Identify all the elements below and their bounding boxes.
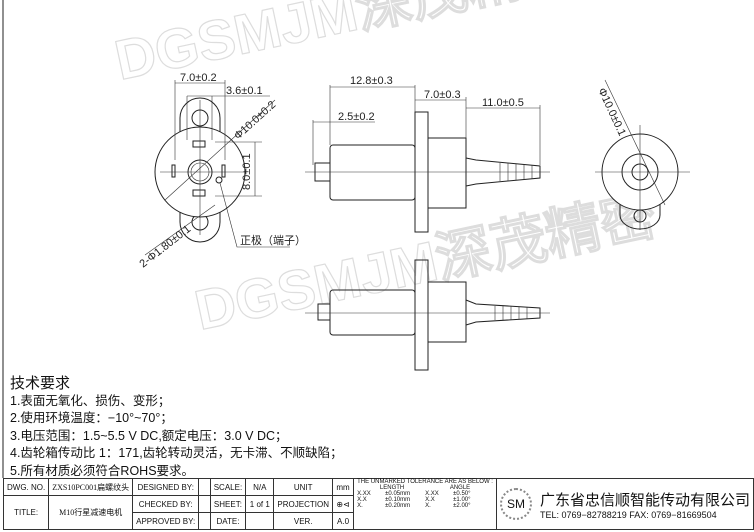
unit-value: mm [331,478,355,496]
tolerance-table: THE UNMARKED TOLERANCE ARE AS BELOW : LE… [353,478,497,530]
tol-value: ±0.10mm [385,497,411,503]
designed-by-value [198,478,211,496]
svg-text:2-Φ1.80±0.1: 2-Φ1.80±0.1 [137,223,193,270]
angle-label: ANGLE [449,485,471,491]
date-label: DATE: [209,512,247,530]
tolerance-heading: THE UNMARKED TOLERANCE ARE AS BELOW : [357,479,493,485]
scale-value: N/A [245,478,275,496]
svg-text:3.6±0.1: 3.6±0.1 [226,85,263,97]
dwg-no-label: DWG. NO. [2,478,50,496]
requirement-item: 5.所有材质必须符合ROHS要求。 [10,463,195,478]
tol-fmt: X. [425,503,431,509]
requirement-item: 2.使用环境温度：−10°~70°； [10,411,173,426]
tol-value: ±2.00° [453,503,471,509]
requirement-item: 4.齿轮箱传动比 1：171,齿轮转动灵活，无卡滞、不顺缺陷； [10,446,343,461]
technical-requirements: 技术要求 1.表面无氧化、损伤、变形； 2.使用环境温度：−10°~70°； 3… [10,375,343,481]
svg-text:12.8±0.3: 12.8±0.3 [350,75,393,87]
approved-by-label: APPROVED BY: [132,512,200,530]
title-block: DWG. NO. ZXS10PC001扁螺纹头 DESIGNED BY: SCA… [2,478,754,530]
checked-by-value [198,495,211,513]
bottom-view [305,259,550,371]
designed-by-label: DESIGNED BY: [132,478,200,496]
svg-text:7.0±0.2: 7.0±0.2 [180,72,217,84]
motor-body [329,144,416,201]
svg-text:2.5±0.2: 2.5±0.2 [338,111,375,123]
projection-symbol-icon: ⊕⊲ [331,495,355,513]
sheet-label: SHEET: [209,495,247,513]
svg-text:正极（端子）: 正极（端子） [240,233,306,247]
tol-fmt: X.XX [425,491,439,497]
approved-by-value [198,512,211,530]
date-value [245,512,275,530]
tol-value: ±0.05mm [385,491,411,497]
company-name: 广东省忠信顺智能传动有限公司 [539,491,750,509]
tol-fmt: X.X [357,497,367,503]
tol-value: ±0.50° [453,491,471,497]
dwg-no: ZXS10PC001扁螺纹头 [48,478,134,496]
requirements-title: 技术要求 [10,375,71,392]
company-logo: SM [499,488,532,520]
length-label: LENGTH [379,485,405,491]
tol-value: ±0.20mm [385,503,411,509]
tol-fmt: X.XX [357,491,371,497]
tol-fmt: X. [357,503,363,509]
svg-text:Φ10.0±0.2: Φ10.0±0.2 [232,99,278,142]
side-view: 12.8±0.3 2.5±0.2 7.0±0.3 11.0±0.5 [305,75,550,233]
unit-label: UNIT [273,478,333,496]
svg-text:11.0±0.5: 11.0±0.5 [482,97,524,109]
bottom-lug [179,200,221,243]
tol-value: ±1.00° [453,497,471,503]
svg-text:7.0±0.3: 7.0±0.3 [424,89,461,101]
front-view: 7.0±0.2 3.6±0.1 Φ10.0±0.2 8.0±0.1 2-Φ1.8… [137,72,306,270]
sheet-value: 1 of 1 [245,495,275,513]
requirement-item: 1.表面无氧化、损伤、变形； [10,393,171,408]
projection-label: PROJECTION [273,495,333,513]
ver-value: A.0 [331,512,355,530]
ver-label: VER. [273,512,333,530]
title-label: TITLE: [2,495,50,530]
drawing-title: M10行星减速电机 [48,495,134,530]
svg-text:8.0±0.1: 8.0±0.1 [241,153,253,190]
svg-text:DGSMJM深茂精密: DGSMJM深茂精密 [189,182,662,341]
gearbox [427,137,467,209]
company-block: SM 广东省忠信顺智能传动有限公司 TEL: 0769−82788219 FAX… [495,478,754,530]
requirement-item: 3.电压范围：1.5~5.5 V DC,额定电压：3.0 V DC； [10,428,288,443]
company-contact: TEL: 0769−82788219 FAX: 0769−81669504 [539,509,717,520]
scale-label: SCALE: [209,478,247,496]
tol-fmt: X.X [425,497,435,503]
terminal-marker [215,176,223,184]
checked-by-label: CHECKED BY: [132,495,200,513]
top-lug [179,97,221,145]
